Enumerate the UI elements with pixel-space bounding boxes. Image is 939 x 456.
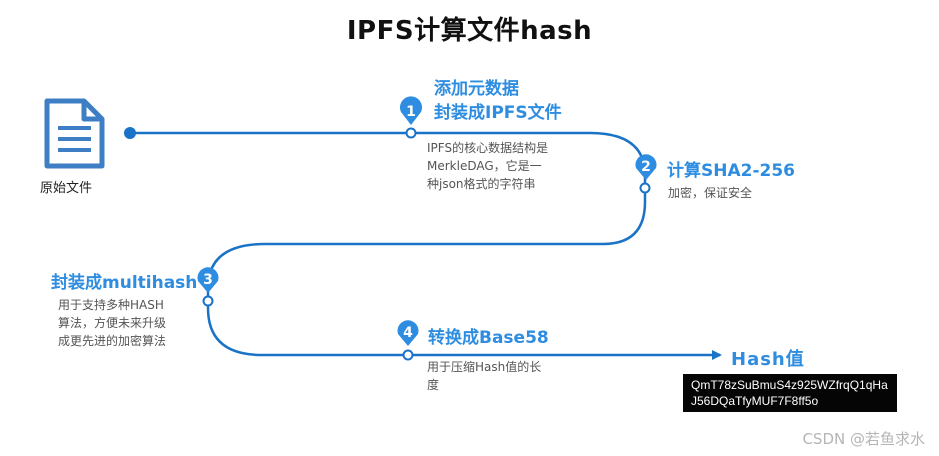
step-1-title-line-2: 封装成IPFS文件 [434,103,562,123]
hash-value-box: QmT78zSuBmuS4z925WZfrqQ1qHa J56DQaTfyMUF… [683,374,897,412]
step-3-desc-line-1: 用于支持多种HASH [58,298,164,312]
step-1-desc-line-1: IPFS的核心数据结构是 [427,141,549,155]
flow-line [130,131,722,360]
result-label: Hash值 [731,349,805,370]
step-4-title: 转换成Base58 [428,328,549,348]
step-3-desc-line-3: 成更先进的加密算法 [58,334,167,348]
document-icon [44,98,105,169]
step-1-pin: 1 [400,96,422,125]
step-3-desc-line-2: 算法，方便未来升级 [58,316,167,330]
step-4-desc-line-1: 用于压缩Hash值的长 [427,360,542,374]
step-4-pin: 4 [397,320,419,346]
step-1-desc-line-3: 种json格式的字符串 [427,177,536,191]
svg-text:1: 1 [406,104,416,120]
step-1-description: IPFS的核心数据结构是 MerkleDAG，它是一 种json格式的字符串 [427,139,548,193]
hash-value-line-1: QmT78zSuBmuS4z925WZfrqQ1qHa [691,378,888,392]
step-2-desc-line-1: 加密，保证安全 [668,186,753,200]
start-dot [124,127,136,139]
svg-text:2: 2 [641,159,651,175]
step-4-node [402,349,414,361]
step-1-title-line-1: 添加元数据 [434,79,519,99]
step-3-node [202,295,214,307]
watermark: CSDN @若鱼求水 [802,430,925,448]
svg-text:3: 3 [203,272,213,288]
step-2-pin: 2 [635,154,657,180]
step-4-description: 用于压缩Hash值的长 度 [427,358,541,394]
svg-text:4: 4 [403,325,413,341]
step-1-node [405,127,417,139]
step-4-desc-line-2: 度 [427,378,440,392]
step-3-title: 封装成multihash [51,273,198,293]
step-2-title: 计算SHA2-256 [667,161,795,181]
hash-value-line-2: J56DQaTfyMUF7F8ff5o [691,394,819,408]
start-label: 原始文件 [40,181,93,196]
step-2-node [639,182,651,194]
step-2-description: 加密，保证安全 [668,184,752,202]
step-3-description: 用于支持多种HASH 算法，方便未来升级 成更先进的加密算法 [58,296,166,350]
page-title: IPFS计算文件hash [346,16,593,46]
step-1-desc-line-2: MerkleDAG，它是一 [427,159,542,173]
step-3-pin: 3 [197,267,219,293]
